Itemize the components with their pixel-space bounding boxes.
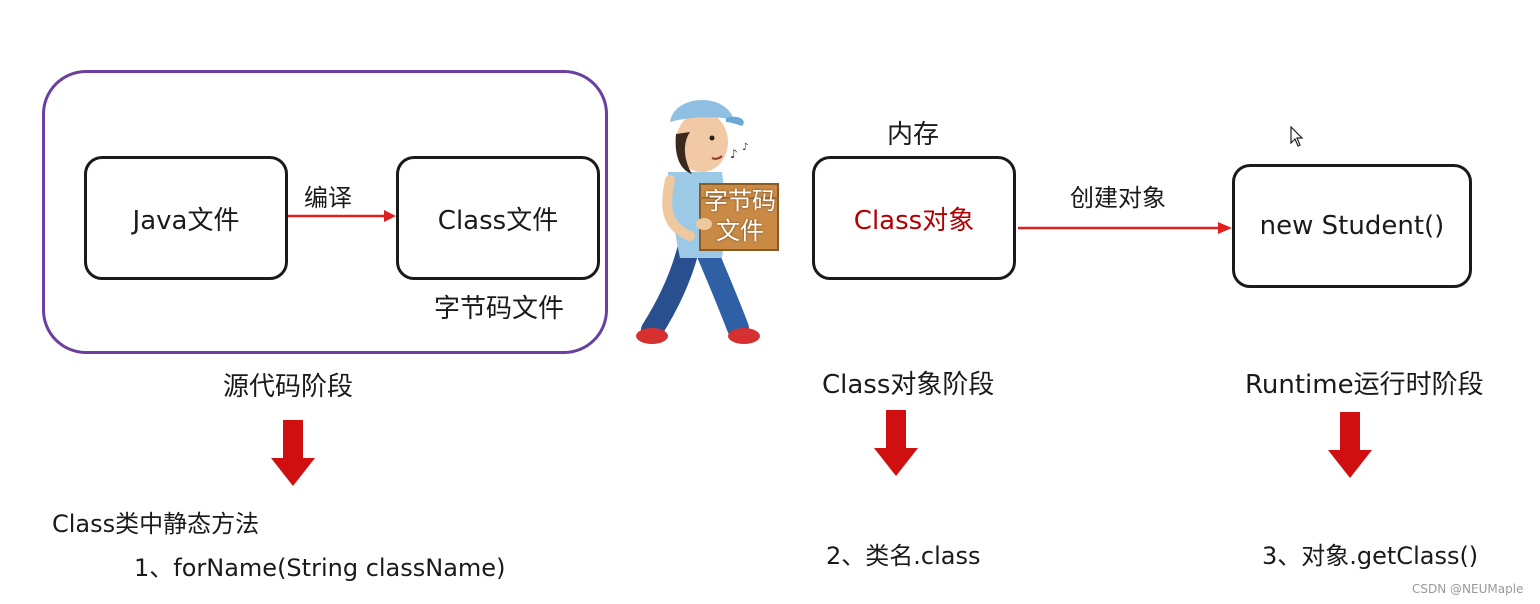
class-file-label: Class文件 bbox=[437, 205, 559, 236]
source-stage-label: 源代码阶段 bbox=[223, 372, 354, 402]
method-forname: 1、forName(String className) bbox=[134, 554, 506, 582]
java-file-label: Java文件 bbox=[132, 205, 240, 236]
porter-box-line1: 字节码 bbox=[704, 187, 776, 215]
down-arrow-icon bbox=[874, 410, 918, 476]
create-object-arrow bbox=[1018, 222, 1232, 234]
watermark: CSDN @NEUMaple bbox=[1412, 582, 1524, 596]
down-arrow-icon bbox=[1328, 412, 1372, 478]
down-arrow-icon bbox=[271, 420, 315, 486]
new-student-label: new Student() bbox=[1259, 211, 1445, 241]
svg-text:♪: ♪ bbox=[730, 147, 738, 161]
class-stage-label: Class对象阶段 bbox=[822, 370, 995, 400]
compile-arrow bbox=[288, 210, 396, 222]
create-object-label: 创建对象 bbox=[1070, 184, 1166, 212]
compile-label: 编译 bbox=[304, 184, 352, 212]
class-file-box: Class文件 bbox=[396, 156, 600, 280]
bytecode-file-label: 字节码文件 bbox=[434, 294, 565, 324]
porter-illustration: ♪ ♪ bbox=[636, 99, 779, 344]
porter-box-text: 字节码 文件 bbox=[702, 186, 778, 246]
method-header: Class类中静态方法 bbox=[52, 510, 260, 538]
method-getclass: 3、对象.getClass() bbox=[1262, 542, 1479, 570]
memory-label: 内存 bbox=[887, 120, 940, 150]
class-object-label: Class对象 bbox=[853, 205, 975, 236]
porter-box-line2: 文件 bbox=[716, 217, 764, 245]
class-object-box: Class对象 bbox=[812, 156, 1016, 280]
mouse-cursor-icon bbox=[1290, 126, 1304, 147]
method-class-literal: 2、类名.class bbox=[826, 542, 981, 570]
source-stage-container bbox=[42, 70, 608, 354]
svg-text:♪: ♪ bbox=[742, 142, 748, 153]
new-student-box: new Student() bbox=[1232, 164, 1472, 288]
java-file-box: Java文件 bbox=[84, 156, 288, 280]
runtime-stage-label: Runtime运行时阶段 bbox=[1245, 370, 1484, 400]
